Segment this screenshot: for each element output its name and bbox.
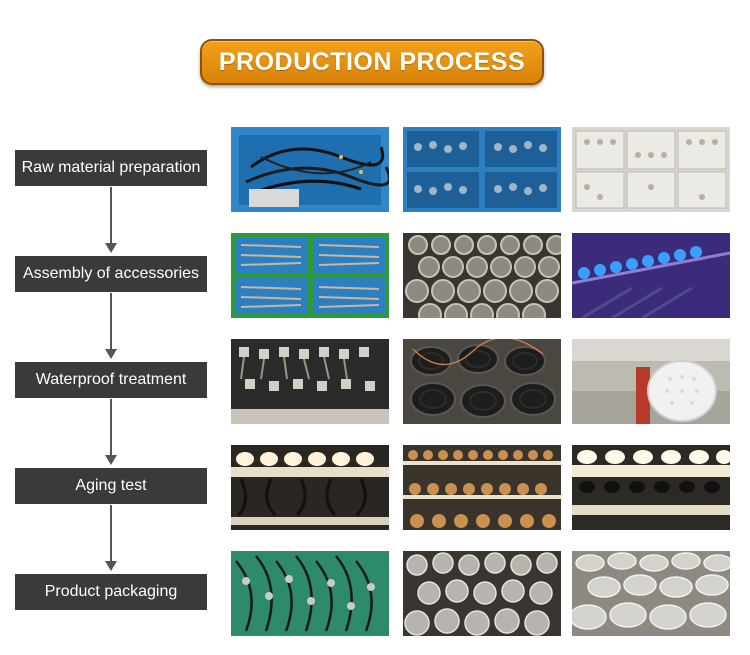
photo-assembly-2: [403, 233, 561, 318]
step-label: Product packaging: [44, 583, 178, 600]
arrow-line: [110, 293, 112, 349]
arrow-line: [110, 399, 112, 455]
photo-aging-1: [231, 445, 389, 530]
photo-raw-material-1: [231, 127, 389, 212]
page-title: PRODUCTION PROCESS: [218, 47, 526, 76]
step-label: Aging test: [75, 477, 147, 494]
photo-waterproof-3: [572, 339, 730, 424]
photo-packaging-2: [403, 551, 561, 636]
arrow-down-icon: [105, 243, 117, 253]
title-badge: PRODUCTION PROCESS: [200, 39, 544, 85]
step-assembly: Assembly of accessories: [15, 256, 207, 292]
arrow-down-icon: [105, 561, 117, 571]
step-waterproof: Waterproof treatment: [15, 362, 207, 398]
photo-assembly-1: [231, 233, 389, 318]
photo-raw-material-2: [403, 127, 561, 212]
photo-packaging-1: [231, 551, 389, 636]
photo-raw-material-3: [572, 127, 730, 212]
photo-aging-2: [403, 445, 561, 530]
arrow-down-icon: [105, 349, 117, 359]
photo-waterproof-2: [403, 339, 561, 424]
photo-waterproof-1: [231, 339, 389, 424]
step-label: Assembly of accessories: [22, 265, 200, 282]
arrow-line: [110, 505, 112, 561]
photo-packaging-3: [572, 551, 730, 636]
step-packaging: Product packaging: [15, 574, 207, 610]
step-aging: Aging test: [15, 468, 207, 504]
step-label: Raw material preparation: [21, 159, 201, 176]
arrow-line: [110, 187, 112, 243]
arrow-down-icon: [105, 455, 117, 465]
step-raw-material: Raw material preparation: [15, 150, 207, 186]
step-label: Waterproof treatment: [35, 371, 187, 388]
photo-aging-3: [572, 445, 730, 530]
photo-assembly-3: [572, 233, 730, 318]
